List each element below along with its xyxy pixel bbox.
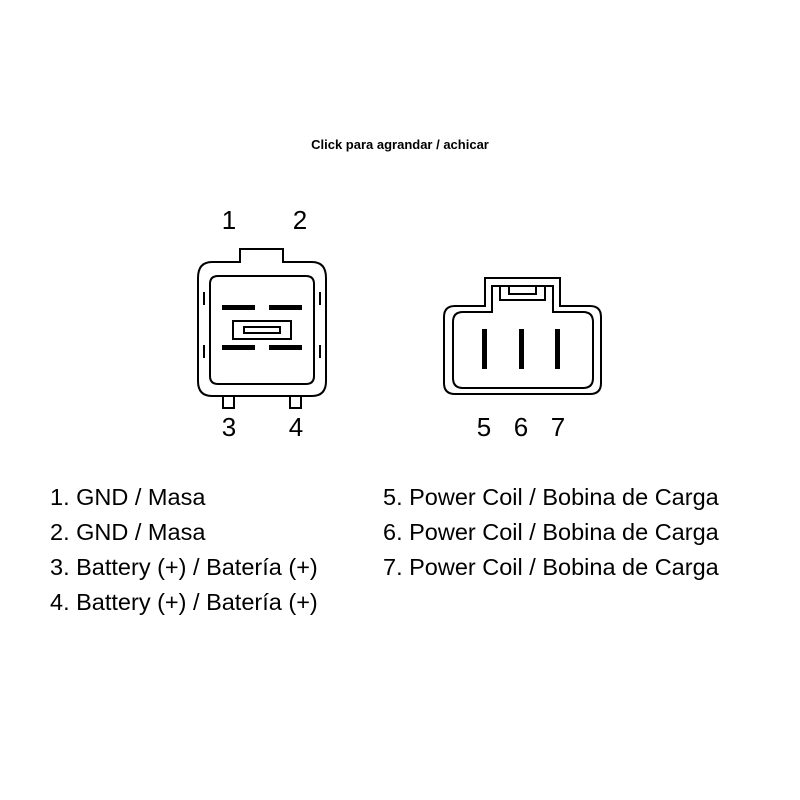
caption-link[interactable]: Click para agrandar / achicar	[311, 137, 489, 152]
connector-b-outer-housing	[443, 277, 602, 395]
terminal-7	[555, 329, 560, 369]
connector-b-terminals	[482, 329, 560, 369]
pin-label-1: 1	[222, 205, 236, 235]
legend-item-5: 5. Power Coil / Bobina de Carga	[383, 484, 719, 510]
connector-b	[443, 277, 602, 395]
pin-label-6: 6	[514, 412, 528, 442]
pin-label-2: 2	[293, 205, 307, 235]
terminal-3	[222, 345, 255, 350]
legend-left: 1. GND / Masa 2. GND / Masa 3. Battery (…	[50, 480, 318, 620]
terminal-4	[269, 345, 302, 350]
terminal-6	[519, 329, 524, 369]
connector-a-center-key-slot	[243, 326, 281, 334]
legend-item-3: 3. Battery (+) / Batería (+)	[50, 554, 318, 580]
pin-label-3: 3	[222, 412, 236, 442]
legend-item-7: 7. Power Coil / Bobina de Carga	[383, 554, 719, 580]
connector-a-center-key	[232, 320, 292, 340]
legend-item-1: 1. GND / Masa	[50, 484, 206, 510]
connector-b-inner-housing	[452, 285, 594, 389]
pin-label-7: 7	[551, 412, 565, 442]
pin-label-4: 4	[289, 412, 303, 442]
connector-a-outer-housing	[197, 248, 327, 397]
legend-item-2: 2. GND / Masa	[50, 519, 206, 545]
connector-a-foot-right	[289, 396, 302, 409]
connector-a-foot-left	[222, 396, 235, 409]
terminal-2	[269, 305, 302, 310]
legend-item-6: 6. Power Coil / Bobina de Carga	[383, 519, 719, 545]
connector-a-inner-housing	[209, 275, 315, 385]
connector-b-latch	[499, 286, 546, 301]
terminal-1	[222, 305, 255, 310]
legend-right: 5. Power Coil / Bobina de Carga 6. Power…	[383, 480, 719, 585]
pin-label-5: 5	[477, 412, 491, 442]
legend-item-4: 4. Battery (+) / Batería (+)	[50, 589, 318, 615]
connector-b-latch-inner	[508, 286, 537, 295]
terminal-5	[482, 329, 487, 369]
connector-a-terminals	[222, 305, 302, 350]
connector-a	[197, 248, 327, 409]
